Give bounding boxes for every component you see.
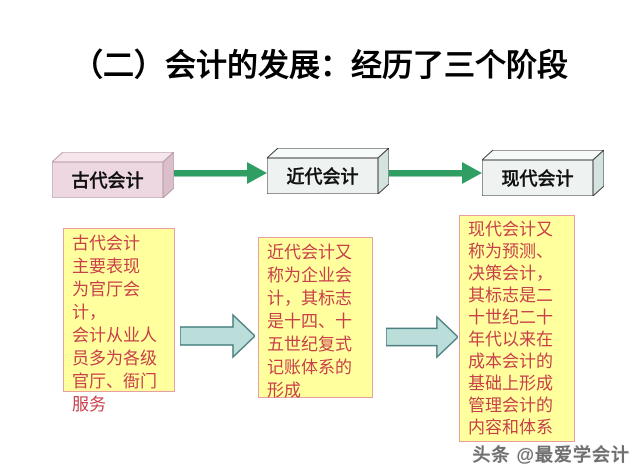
block-arrow-icon: [386, 313, 458, 361]
stage-cube-early-modern: 近代会计: [267, 148, 389, 194]
detail-box-ancient: 古代会计 主要表现 为官厅会计， 会计从业人 员多为各级 官厅、衙门 服务: [63, 228, 175, 414]
detail-box-modern: 现代会计又 称为预测、 决策会计， 其标志是二 十世纪二十 年代以来在 成本会计…: [459, 215, 575, 442]
detail-box-early-modern: 近代会计又 称为企业会 计，其标志 是十四、十 五世纪复式 记账体系的 形成: [258, 237, 373, 400]
flow-arrow-icon: [389, 160, 482, 186]
stage-cube-modern: 现代会计: [482, 150, 604, 196]
watermark: 头条 @最爱学会计: [472, 445, 630, 465]
stage-label-ancient: 古代会计: [71, 171, 144, 191]
slide-title: （二）会计的发展：经历了三个阶段: [72, 48, 568, 83]
cube-shape-icon: [267, 148, 389, 194]
stage-label-early-modern: 近代会计: [286, 167, 359, 187]
cube-shape-icon: [52, 152, 174, 198]
block-arrow-icon: [180, 312, 255, 360]
flow-arrow-icon: [174, 160, 267, 186]
cube-shape-icon: [482, 150, 604, 196]
stage-cube-ancient: 古代会计: [52, 152, 174, 198]
stage-label-modern: 现代会计: [501, 169, 574, 189]
